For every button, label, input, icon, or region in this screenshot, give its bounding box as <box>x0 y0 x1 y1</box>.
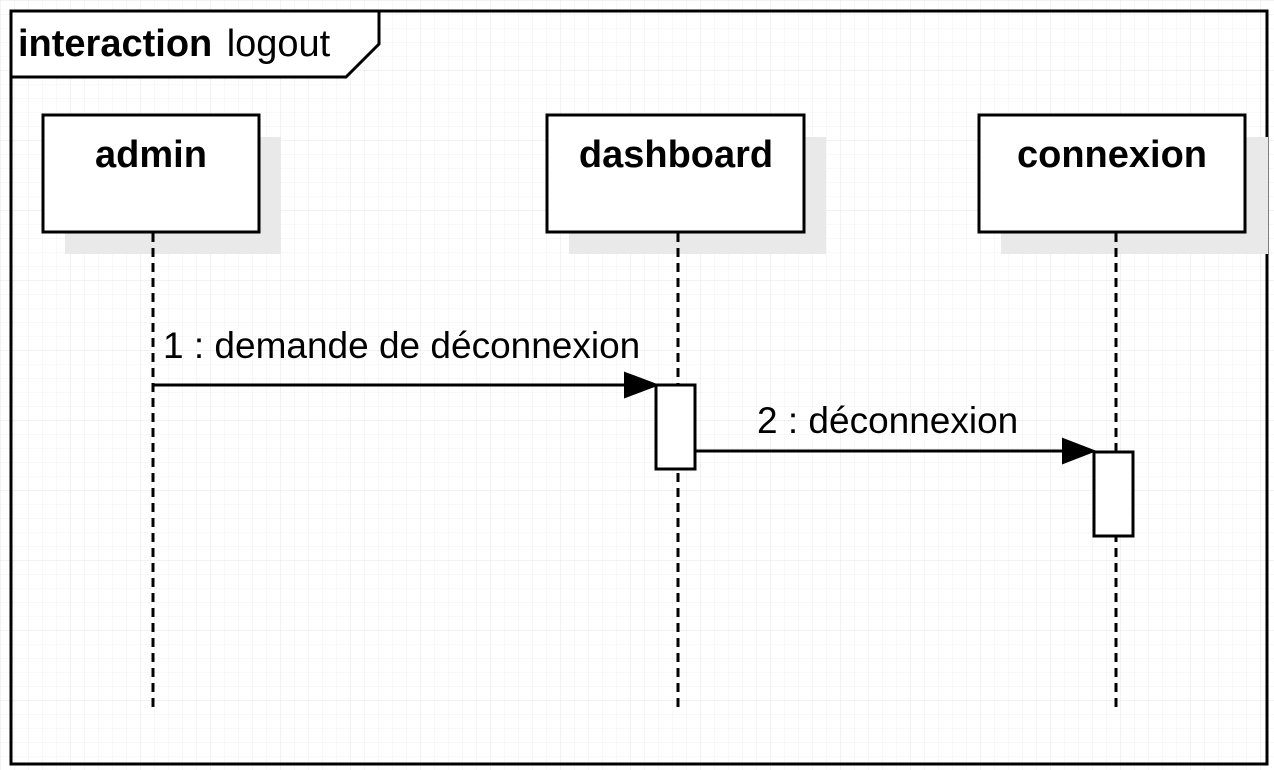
participant-admin[interactable]: admin <box>41 113 281 254</box>
message-label: 1 : demande de déconnexion <box>163 325 640 366</box>
participant-name: admin <box>95 134 207 176</box>
message-1[interactable]: 1 : demande de déconnexion <box>153 325 660 399</box>
frame-name: logout <box>227 23 331 65</box>
participant-name: dashboard <box>579 134 773 176</box>
frame-keyword: interaction <box>18 23 212 65</box>
participant-box <box>545 113 806 234</box>
interaction-frame <box>9 9 1269 766</box>
arrowhead-icon <box>1062 437 1097 465</box>
message-label: 2 : déconnexion <box>757 400 1018 441</box>
message-2[interactable]: 2 : déconnexion <box>695 400 1097 465</box>
participant-dashboard[interactable]: dashboard <box>545 113 826 254</box>
participant-connexion[interactable]: connexion <box>977 113 1268 254</box>
participant-box <box>977 113 1247 234</box>
activation-bar-dashboard <box>654 383 697 471</box>
activation-bar-connexion <box>1092 450 1135 538</box>
participant-box <box>41 113 261 234</box>
frame-name-tag <box>9 9 381 79</box>
frame-title: interaction logout <box>18 23 331 65</box>
participant-name: connexion <box>1017 134 1207 176</box>
arrowhead-icon <box>624 371 660 399</box>
